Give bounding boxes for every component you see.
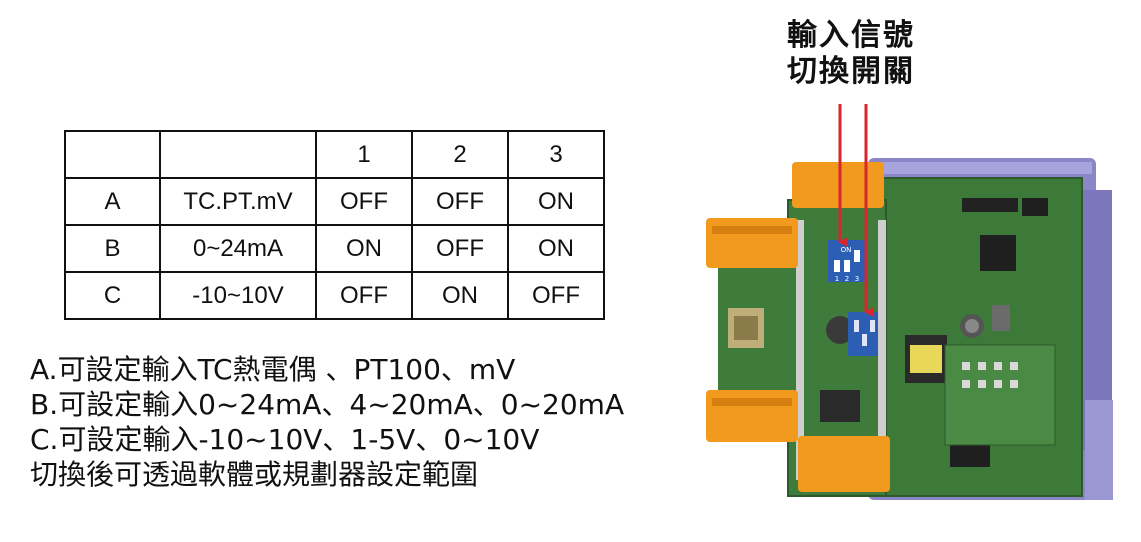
notes-block: A.可設定輸入TC熱電偶 、PT100、mV B.可設定輸入0~24mA、4~2… [30,352,624,492]
dip-switch-table: 1 2 3 A TC.PT.mV OFF OFF ON B 0~24mA ON … [64,130,605,320]
range-cell: TC.PT.mV [159,177,317,226]
dip-mark-2: 2 [845,275,849,283]
header-cell [159,130,317,179]
note-line-b: B.可設定輸入0~24mA、4~20mA、0~20mA [30,388,625,421]
device-photo: ON 1 2 3 [706,158,1113,500]
mode-cell: A [64,177,161,226]
switch-state-cell: OFF [411,224,509,273]
dip-on-mark: ON [841,246,852,254]
mode-cell: C [64,271,161,320]
switch-state-cell: OFF [411,177,509,226]
note-line-software: 切換後可透過軟體或規劃器設定範圍 [30,458,479,491]
header-cell [64,130,161,179]
terminal-connectors [706,162,890,492]
range-cell: 0~24mA [159,224,317,273]
switch-state-cell: ON [411,271,509,320]
header-cell-switch-3: 3 [507,130,605,179]
mode-cell: B [64,224,161,273]
table-row: B 0~24mA ON OFF ON [64,224,605,273]
switch-state-cell: ON [507,177,605,226]
dip-switch-lower [848,312,878,356]
header-cell-switch-1: 1 [315,130,413,179]
usb-port-area [718,268,792,396]
switch-state-cell: OFF [315,177,413,226]
dip-mark-1: 1 [835,275,839,283]
table-header-row: 1 2 3 [64,130,605,179]
switch-label-line-1: 輸入信號 [787,18,915,53]
input-switch-label: 輸入信號 切換開關 [776,18,926,90]
range-cell: -10~10V [159,271,317,320]
table-row: A TC.PT.mV OFF OFF ON [64,177,605,226]
switch-state-cell: OFF [507,271,605,320]
switch-state-cell: OFF [315,271,413,320]
dip-switch-upper: ON 1 2 3 [828,240,866,283]
note-line-c: C.可設定輸入-10~10V、1-5V、0~10V [30,423,540,456]
dip-mark-3: 3 [855,275,859,283]
header-cell-switch-2: 2 [411,130,509,179]
switch-state-cell: ON [315,224,413,273]
note-line-a: A.可設定輸入TC熱電偶 、PT100、mV [30,353,516,386]
switch-state-cell: ON [507,224,605,273]
table-row: C -10~10V OFF ON OFF [64,271,605,320]
switch-label-line-2: 切換開關 [787,54,915,89]
main-pcb [881,177,1083,497]
